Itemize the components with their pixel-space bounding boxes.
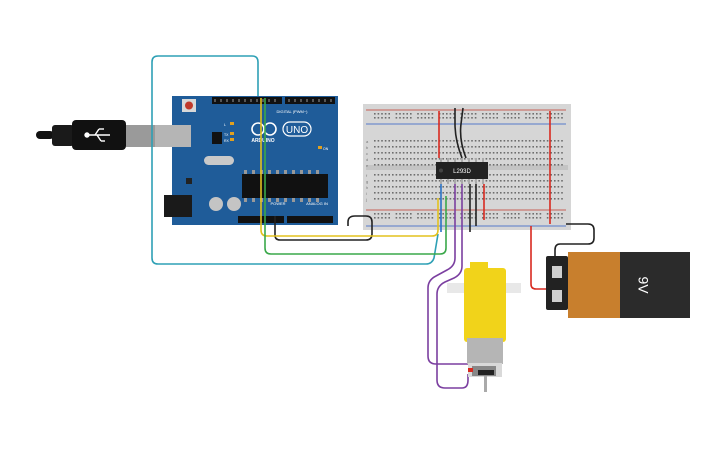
power-label: POWER bbox=[270, 201, 285, 206]
signal-wire-green[interactable] bbox=[264, 98, 447, 255]
brand-label: ARDUINO bbox=[251, 138, 274, 144]
svg-text:a: a bbox=[366, 139, 369, 144]
svg-text:c: c bbox=[366, 151, 368, 156]
svg-text:e: e bbox=[366, 163, 369, 168]
capacitor bbox=[209, 197, 223, 211]
breadboard-jumpers bbox=[438, 107, 551, 232]
l293d-chip[interactable]: L293D bbox=[436, 158, 488, 184]
usb-cable[interactable] bbox=[36, 120, 156, 150]
digital-label: DIGITAL (PWM~) bbox=[277, 109, 309, 114]
model-label: UNO bbox=[286, 125, 308, 136]
l-led-label: L bbox=[224, 123, 226, 127]
motor-wire-purple[interactable] bbox=[427, 232, 470, 365]
analog-label: ANALOG IN bbox=[306, 201, 328, 206]
ground-wire[interactable] bbox=[274, 215, 373, 241]
atmega-chip bbox=[242, 174, 328, 198]
battery-9v[interactable]: 9V bbox=[546, 252, 690, 318]
arduino-logo bbox=[251, 122, 277, 136]
battery-ground-wire[interactable] bbox=[554, 223, 595, 276]
usb-port bbox=[155, 125, 191, 147]
signal-wire-yellow[interactable] bbox=[260, 98, 439, 237]
crystal bbox=[204, 156, 234, 165]
svg-text:h: h bbox=[366, 185, 368, 190]
svg-text:i: i bbox=[366, 191, 367, 196]
svg-text:f: f bbox=[366, 173, 368, 178]
battery-power-wire[interactable] bbox=[530, 226, 553, 290]
on-led-label: ON bbox=[323, 147, 329, 151]
analog-header bbox=[287, 216, 333, 223]
rx-label: RX bbox=[224, 139, 230, 143]
motor-wire-purple[interactable] bbox=[436, 232, 469, 389]
gear-motor[interactable] bbox=[447, 262, 521, 392]
svg-text:j: j bbox=[365, 197, 367, 202]
digital-header bbox=[212, 97, 282, 104]
usb-icon bbox=[84, 128, 110, 142]
row-letters: a b c d e f g h i j bbox=[365, 139, 369, 202]
battery-label: 9V bbox=[635, 276, 651, 294]
capacitor bbox=[227, 197, 241, 211]
chip-label: L293D bbox=[453, 169, 471, 175]
svg-text:g: g bbox=[366, 179, 368, 184]
reset-button[interactable] bbox=[185, 101, 193, 110]
usb-wire[interactable] bbox=[151, 55, 439, 265]
power-jack bbox=[164, 195, 192, 217]
svg-text:d: d bbox=[366, 157, 368, 162]
arduino-uno-board[interactable]: UNO ARDUINO DIGITAL (PWM~) POWER ANALOG … bbox=[155, 96, 338, 225]
battery-clip bbox=[546, 256, 568, 310]
svg-text:b: b bbox=[366, 145, 369, 150]
breadboard[interactable]: a b c d e f g h i j bbox=[363, 104, 571, 230]
tx-label: TX bbox=[224, 133, 229, 137]
